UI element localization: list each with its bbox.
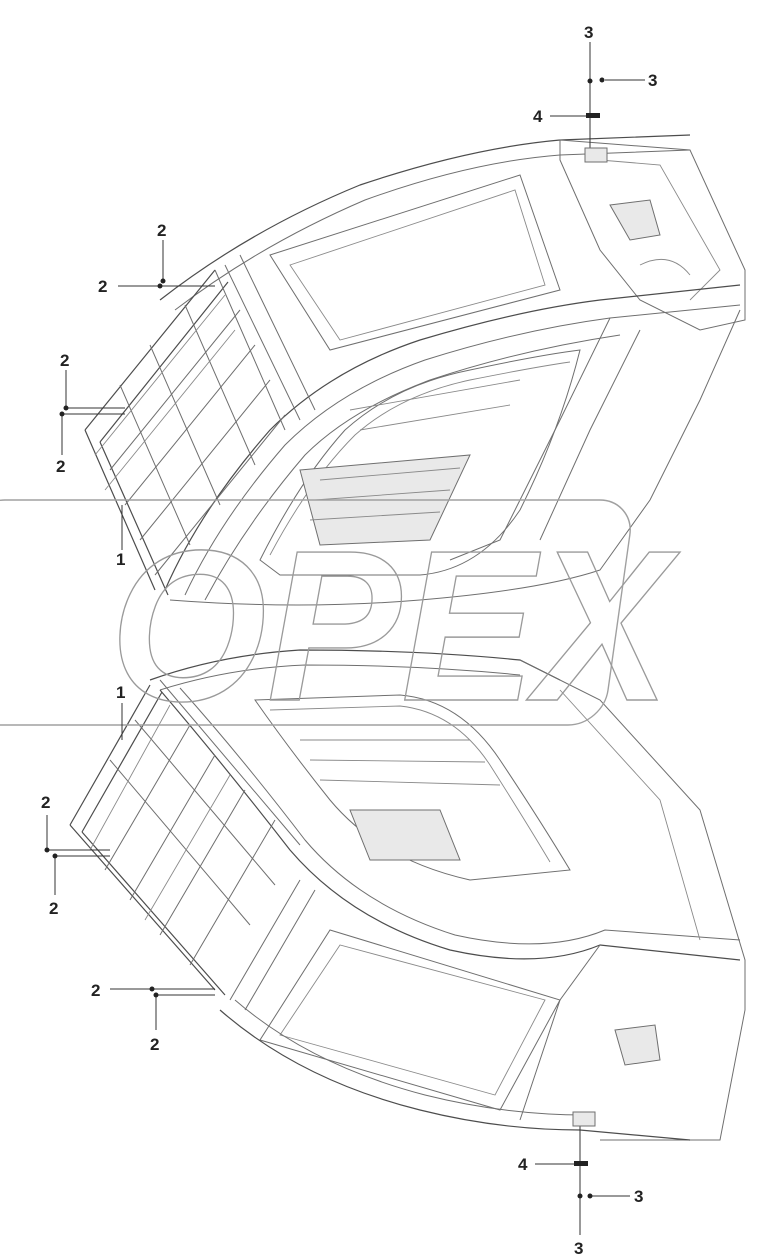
callout-3-bottom-right: 3 [634,1187,643,1206]
callout-4-top: 4 [533,107,543,126]
callout-1-lower: 1 [116,683,125,702]
callout-2-mid-b: 2 [56,457,65,476]
lower-cab-frame [149,649,746,1141]
callout-1-upper: 1 [116,550,125,569]
callout-2-upper-a: 2 [157,221,166,240]
callout-2-lower-a: 2 [41,793,50,812]
callout-3-top-right: 3 [648,71,657,90]
upper-guard-1 [84,269,286,596]
lower-guard-1 [69,679,301,996]
callout-2-bottom-b: 2 [150,1035,159,1054]
callout-3-top: 3 [584,23,593,42]
callout-leaders [44,42,645,1235]
callout-labels: 3 3 4 2 2 2 2 1 1 2 2 2 2 4 3 3 [41,23,657,1258]
callout-2-upper-b: 2 [98,277,107,296]
callout-4-bottom: 4 [518,1155,528,1174]
callout-2-lower-b: 2 [49,899,58,918]
watermark: OPEX [0,499,682,747]
callout-2-mid-a: 2 [60,351,69,370]
callout-3-bottom: 3 [574,1239,583,1258]
callout-2-bottom-a: 2 [91,981,100,1000]
watermark-text: OPEX [110,505,681,746]
